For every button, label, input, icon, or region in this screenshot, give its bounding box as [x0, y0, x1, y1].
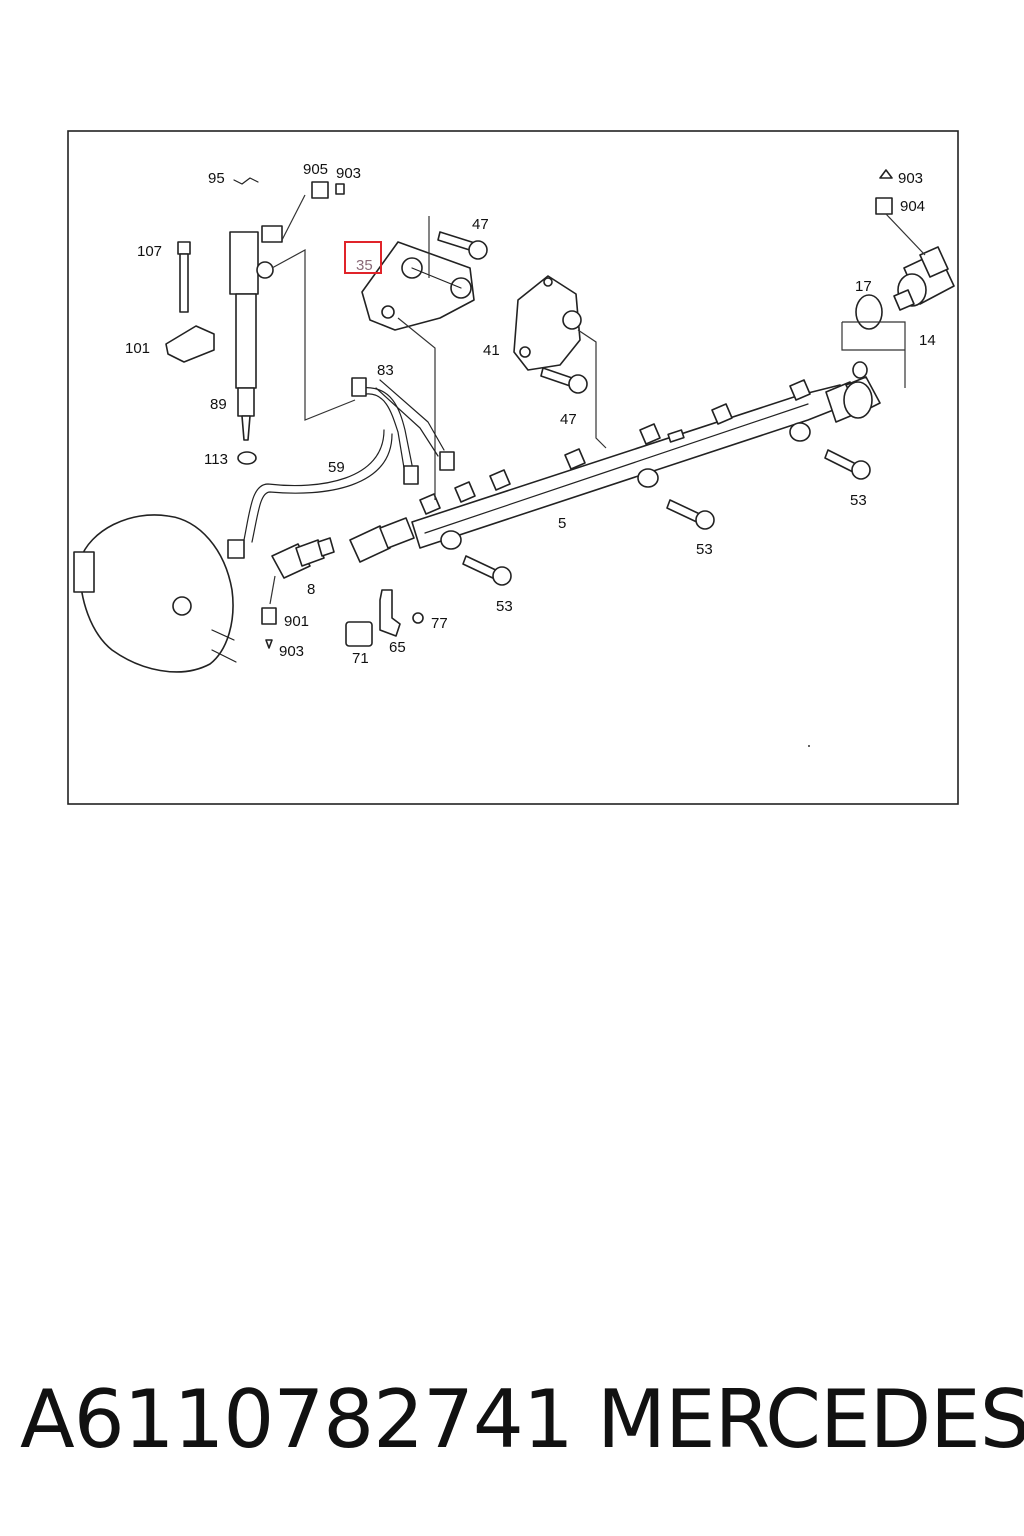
injector [229, 194, 356, 441]
callout-47-lower[interactable]: 47 [560, 411, 577, 428]
callout-905[interactable]: 905 [303, 161, 328, 178]
callout-8[interactable]: 8 [307, 581, 315, 598]
fuel-line-59 [227, 429, 393, 559]
pressure-sensor-8 [269, 537, 335, 605]
fuel-rail [411, 379, 847, 550]
bolt-53-c [824, 449, 871, 480]
bolt-53-b [666, 499, 715, 530]
rail-end-fitting [825, 361, 881, 423]
callout-95[interactable]: 95 [208, 170, 225, 187]
callout-903-top[interactable]: 903 [336, 165, 361, 182]
callout-904[interactable]: 904 [900, 198, 925, 215]
rail-sensor [349, 517, 415, 563]
callout-53-left[interactable]: 53 [496, 598, 513, 615]
callout-41[interactable]: 41 [483, 342, 500, 359]
cap-71 [345, 621, 373, 647]
bolt-53-a [462, 555, 512, 586]
diagram-frame [67, 130, 959, 805]
connector-904 [875, 169, 926, 256]
callout-113[interactable]: 113 [204, 451, 228, 468]
connector-905 [311, 181, 345, 199]
callout-101[interactable]: 101 [125, 340, 150, 357]
clamp-101 [165, 325, 215, 363]
pressure-valve [841, 246, 955, 388]
callout-107[interactable]: 107 [137, 243, 162, 260]
callout-35[interactable]: 35 [356, 257, 373, 274]
screw-77 [412, 612, 424, 624]
bracket-35 [361, 216, 475, 500]
bracket-41 [513, 275, 607, 449]
highlight-box [344, 241, 382, 274]
bolt-47-lower [540, 367, 588, 394]
fuel-line-83 [351, 377, 455, 485]
callout-17[interactable]: 17 [855, 278, 872, 295]
callout-903-bottom[interactable]: 903 [279, 643, 304, 660]
callout-71[interactable]: 71 [352, 650, 369, 667]
callout-65[interactable]: 65 [389, 639, 406, 656]
bolt-47-top [437, 231, 488, 260]
callout-89[interactable]: 89 [210, 396, 227, 413]
dot [808, 745, 810, 747]
callout-77[interactable]: 77 [431, 615, 448, 632]
callout-5[interactable]: 5 [558, 515, 566, 532]
caption: A6110782741 MERCEDES [0, 1365, 1024, 1475]
clip-95 [233, 177, 259, 185]
callout-903-right[interactable]: 903 [898, 170, 923, 187]
washer-113 [237, 451, 257, 465]
part-number: A6110782741 [20, 1373, 574, 1466]
brand-name: MERCEDES [597, 1373, 1024, 1466]
callout-14[interactable]: 14 [919, 332, 936, 349]
parts-diagram-svg: 95 905 903 47 35 903 904 107 17 14 101 4… [67, 130, 959, 805]
callout-53-mid[interactable]: 53 [696, 541, 713, 558]
callout-83[interactable]: 83 [377, 362, 394, 379]
parts-diagram: 95 905 903 47 35 903 904 107 17 14 101 4… [67, 130, 959, 805]
bolt-107 [177, 241, 191, 313]
callout-901[interactable]: 901 [284, 613, 309, 630]
callout-53-right[interactable]: 53 [850, 492, 867, 509]
clip-65 [379, 589, 401, 637]
callout-59[interactable]: 59 [328, 459, 345, 476]
callout-47-top[interactable]: 47 [472, 216, 489, 233]
connector-901 [261, 607, 277, 649]
pump [73, 514, 237, 673]
